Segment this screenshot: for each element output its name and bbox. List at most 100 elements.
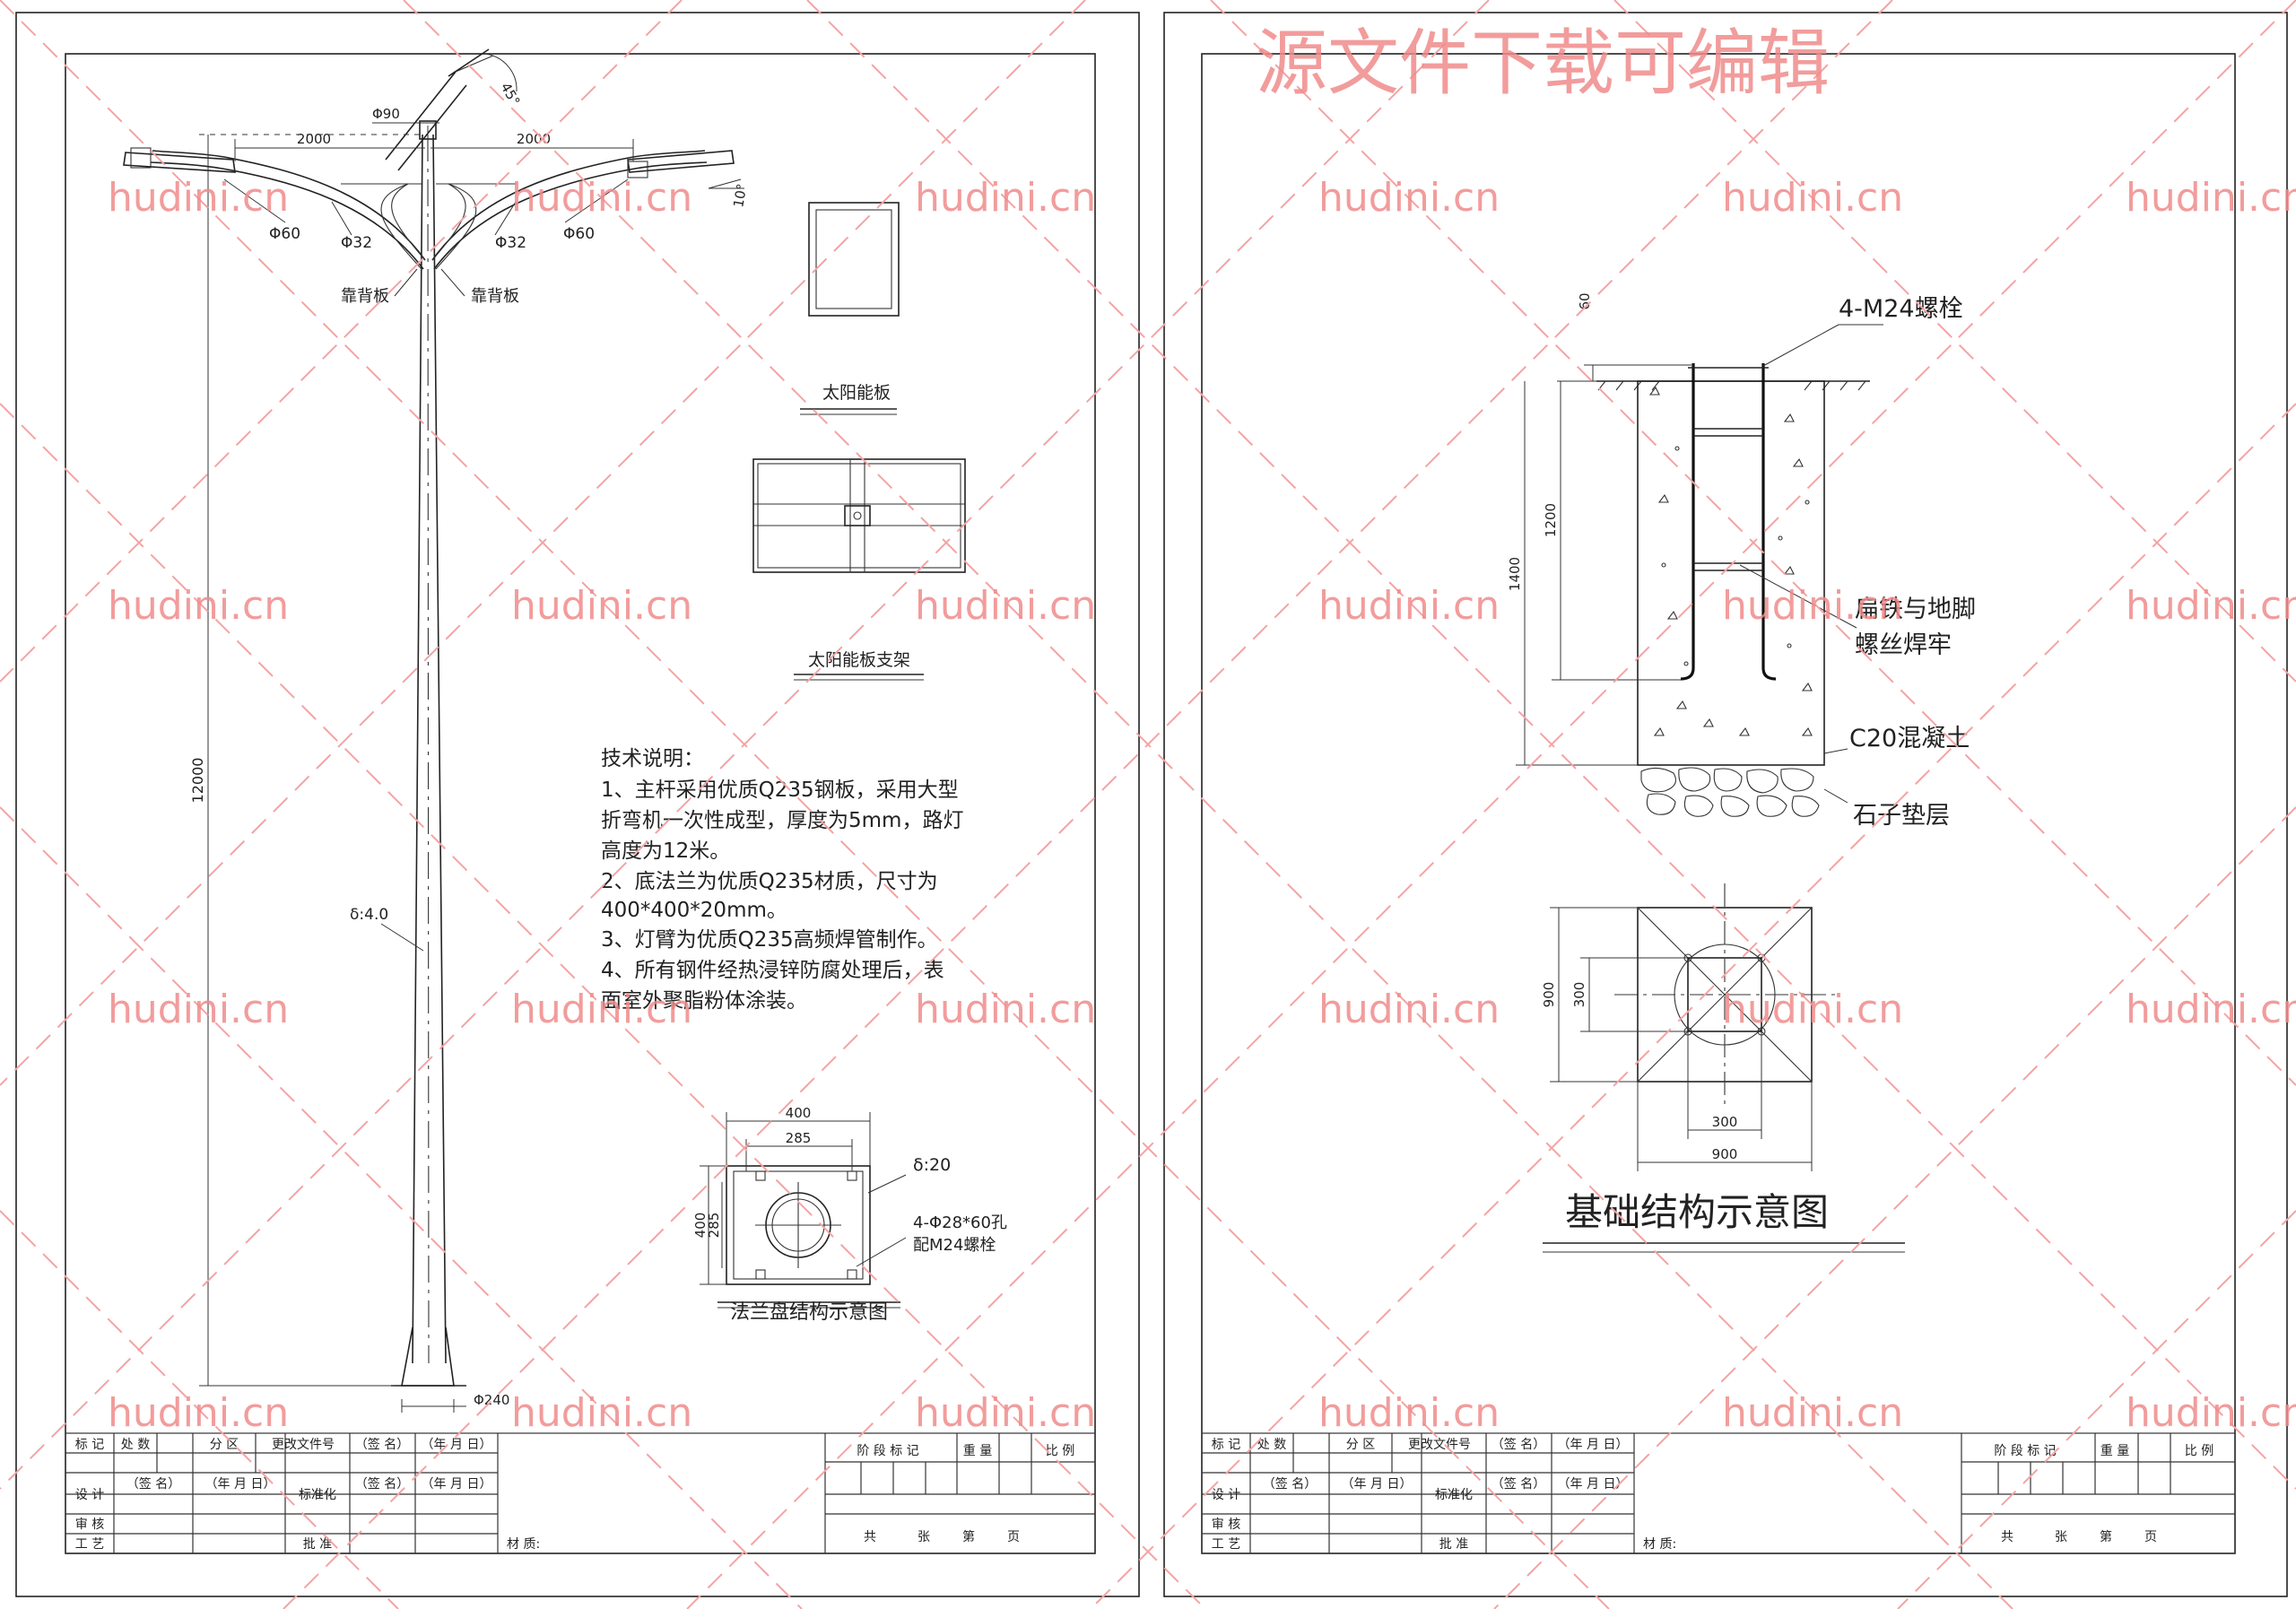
tech-note-line: 4、所有钢件经热浸锌防腐处理后，表 [601, 959, 944, 982]
flange-thickness: δ:20 [913, 1155, 951, 1175]
tb-date: （年 月 日） [422, 1438, 492, 1452]
watermark-site-label: hudini.cn [108, 583, 289, 629]
tb-design: 设 计 [75, 1488, 104, 1502]
tb-mark: 标 记 [1212, 1438, 1240, 1452]
tb-page: 页 [2144, 1530, 2157, 1544]
plan-outer-vertical: 900 [1541, 982, 1557, 1008]
tb-date: （年 月 日） [1342, 1477, 1413, 1492]
tb-scale: 比 例 [1046, 1444, 1074, 1458]
top-diameter: Φ90 [372, 106, 400, 122]
dim-depth: 1400 [1507, 557, 1523, 591]
flange-width-inner: 285 [786, 1130, 812, 1146]
tb-sign: （签 名） [355, 1437, 409, 1452]
solar-panel [800, 202, 900, 415]
watermark-site-label: hudini.cn [1318, 1390, 1500, 1436]
watermark-site-label: hudini.cn [1318, 987, 1500, 1032]
watermark-site-label: hudini.cn [1722, 175, 1903, 221]
foundation-caption: 基础结构示意图 [1565, 1190, 1829, 1234]
flange-bolts: 配M24螺栓 [913, 1236, 996, 1255]
watermark-headline: 源文件下载可编辑 [1256, 22, 1830, 105]
plan-inner-vertical: 300 [1571, 982, 1587, 1008]
tb-sheet: 张 [918, 1530, 930, 1544]
wall-thickness: δ:4.0 [350, 906, 388, 924]
plan-inner-horizontal: 300 [1712, 1114, 1738, 1130]
watermark-site-label: hudini.cn [511, 987, 692, 1032]
tb-design: 设 计 [1212, 1488, 1240, 1502]
lamp-angle: 10° [730, 182, 750, 208]
foundation-section [1516, 324, 1883, 817]
arm-length-left: 2000 [297, 131, 331, 147]
flange-plate [700, 1112, 907, 1309]
arm-outer-diameter-left: Φ60 [269, 225, 300, 243]
tb-review: 审 核 [1212, 1518, 1240, 1532]
watermark-site-label: hudini.cn [2126, 987, 2296, 1032]
arm-outer-diameter-right: Φ60 [563, 225, 595, 243]
tb-material: 材 质: [507, 1537, 540, 1552]
tech-notes: 技术说明： 1、主杆采用优质Q235钢板，采用大型 折弯机一次性成型，厚度为5m… [601, 747, 963, 1013]
flange-height-inner: 285 [706, 1213, 722, 1239]
tb-standard: 标准化 [299, 1488, 336, 1502]
pole-elevation [123, 48, 744, 1413]
tech-notes-title: 技术说明： [601, 747, 704, 770]
tb-count: 处 数 [121, 1438, 150, 1452]
tb-change-doc: 更改文件号 [272, 1438, 335, 1452]
tb-zone: 分 区 [1346, 1438, 1375, 1452]
weld-note-2: 螺丝焊牢 [1855, 631, 1952, 659]
watermark-texts: hudini.cn hudini.cn hudini.cn hudini.cn hudi… [108, 175, 2296, 1436]
watermark-site-label: hudini.cn [915, 175, 1096, 221]
tech-note-line: 400*400*20mm。 [601, 899, 787, 922]
tb-weight: 重 量 [2100, 1444, 2129, 1458]
tb-material: 材 质: [1643, 1537, 1676, 1552]
base-diameter: Φ240 [474, 1392, 509, 1408]
tech-note-line: 3、灯臂为优质Q235高频焊管制作。 [601, 928, 938, 952]
tech-note-line: 折弯机一次性成型，厚度为5mm，路灯 [601, 809, 963, 832]
tb-date: （年 月 日） [1558, 1438, 1629, 1452]
gravel-label: 石子垫层 [1853, 802, 1950, 830]
plan-outer-horizontal: 900 [1712, 1146, 1738, 1162]
watermark-site-label: hudini.cn [1318, 583, 1500, 629]
tb-review: 审 核 [75, 1518, 104, 1532]
tb-page-no: 第 [962, 1529, 975, 1544]
watermark-site-label: hudini.cn [2126, 1390, 2296, 1436]
title-block-right: 标 记 处 数 分 区 更改文件号 （签 名） （年 月 日） 设 计 （签 名… [1201, 1432, 2236, 1554]
tb-approve: 批 准 [1439, 1537, 1468, 1552]
tb-sign: （签 名） [1492, 1476, 1545, 1492]
tb-process: 工 艺 [1212, 1537, 1240, 1552]
tb-sign: （签 名） [1263, 1476, 1317, 1492]
tb-page: 页 [1007, 1530, 1020, 1544]
foundation-bolt-label: 4-M24螺栓 [1839, 295, 1963, 323]
tech-note-line: 2、底法兰为优质Q235材质，尺寸为 [601, 870, 938, 893]
watermark-site-label: hudini.cn [2126, 175, 2296, 221]
tech-note-line: 1、主杆采用优质Q235钢板，采用大型 [601, 778, 959, 802]
solar-panel-label: 太阳能板 [822, 383, 891, 403]
watermark-site-label: hudini.cn [511, 1390, 692, 1436]
watermark-site-label: hudini.cn [1722, 1390, 1903, 1436]
solar-bracket-label: 太阳能板支架 [808, 650, 910, 670]
backplate-label-left: 靠背板 [341, 287, 389, 306]
tb-stage-mark: 阶 段 标 记 [857, 1444, 918, 1458]
tb-mark: 标 记 [75, 1438, 104, 1452]
watermark-site-label: hudini.cn [108, 1390, 289, 1436]
tb-date: （年 月 日） [205, 1477, 276, 1492]
arm-length-right: 2000 [517, 131, 551, 147]
flange-height-outer: 400 [692, 1213, 709, 1239]
dim-top: 60 [1577, 292, 1593, 309]
pole-height: 12000 [189, 758, 206, 804]
flange-caption: 法兰盘结构示意图 [730, 1301, 888, 1324]
tb-weight: 重 量 [963, 1444, 992, 1458]
watermark-site-label: hudini.cn [915, 583, 1096, 629]
tech-note-line: 面室外聚脂粉体涂装。 [601, 989, 807, 1013]
backplate-label-right: 靠背板 [471, 287, 519, 306]
watermark-site-label: hudini.cn [108, 987, 289, 1032]
dim-embed: 1200 [1543, 503, 1559, 537]
tb-count: 处 数 [1257, 1438, 1286, 1452]
watermark-site-label: hudini.cn [1722, 987, 1903, 1032]
tb-sign: （签 名） [126, 1476, 180, 1492]
tb-total: 共 [2001, 1530, 2013, 1544]
watermark-site-label: hudini.cn [511, 175, 692, 221]
tb-zone: 分 区 [210, 1438, 239, 1452]
tb-date: （年 月 日） [1558, 1477, 1629, 1492]
watermark-site-label: hudini.cn [511, 583, 692, 629]
